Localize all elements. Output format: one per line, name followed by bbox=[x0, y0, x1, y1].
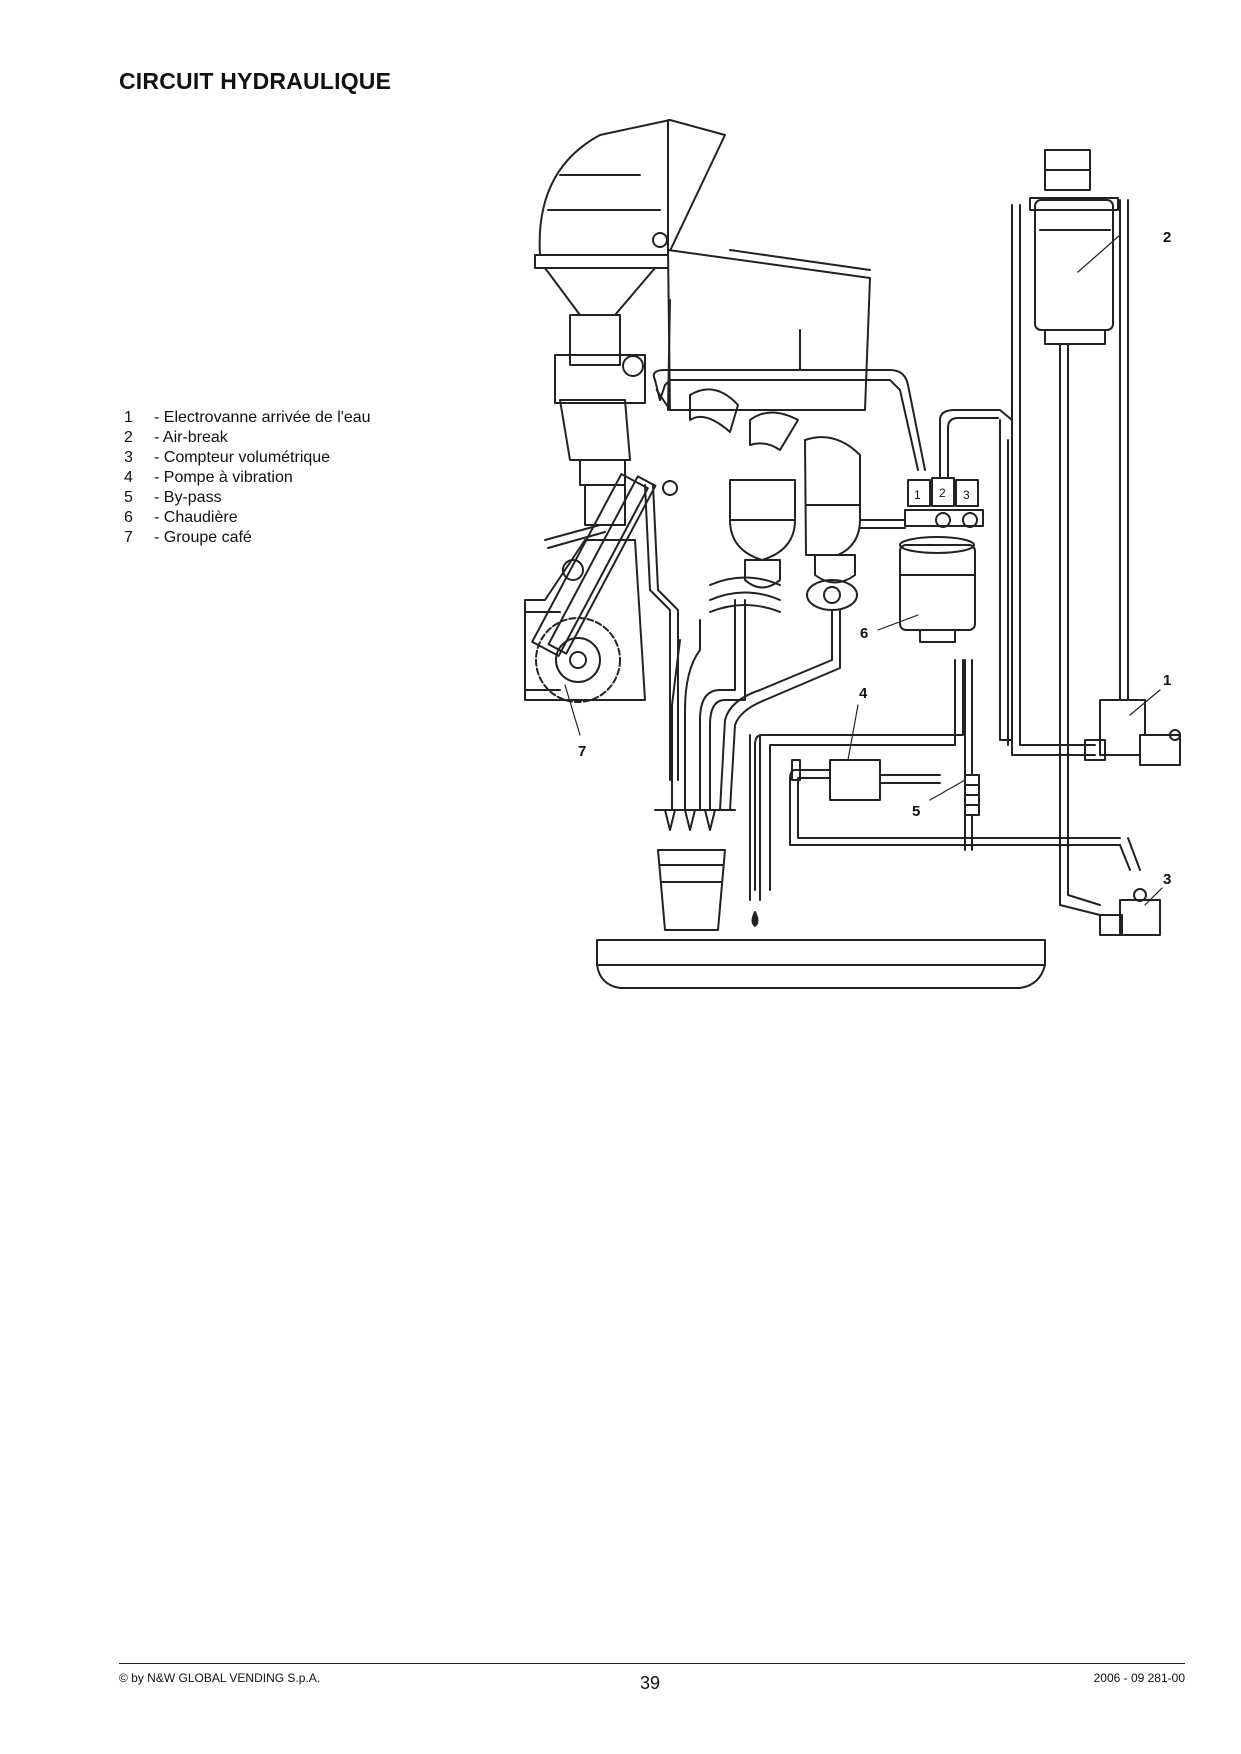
legend-label: - Chaudière bbox=[154, 509, 238, 526]
product-canister bbox=[667, 249, 871, 411]
inlet-solenoid-valve bbox=[1084, 699, 1181, 766]
legend-label: - Air-break bbox=[154, 429, 228, 446]
callout-5: 5 bbox=[912, 803, 920, 820]
volumetric-counter bbox=[1099, 888, 1161, 936]
footer-doc-code: 2006 - 09 281-00 bbox=[1093, 1671, 1185, 1685]
page-number: 39 bbox=[639, 1673, 661, 1693]
brewing-group bbox=[524, 473, 678, 703]
legend-label: - Groupe café bbox=[154, 529, 252, 546]
legend-item: 3 - Compteur volumétrique bbox=[124, 448, 371, 468]
legend-item: 5 - By-pass bbox=[124, 488, 371, 508]
legend-number: 1 bbox=[124, 409, 133, 426]
air-break-tank bbox=[1029, 149, 1119, 345]
valve-label-3: 3 bbox=[963, 488, 970, 502]
legend-label: - Pompe à vibration bbox=[154, 469, 293, 486]
legend-number: 6 bbox=[124, 509, 133, 526]
legend-label: - Electrovanne arrivée de l'eau bbox=[154, 409, 371, 426]
legend-number: 4 bbox=[124, 469, 133, 486]
legend-number: 2 bbox=[124, 429, 133, 446]
legend-item: 2 - Air-break bbox=[124, 428, 371, 448]
solenoid-valve-block bbox=[904, 477, 984, 528]
by-pass-valve bbox=[964, 774, 980, 816]
legend-number: 3 bbox=[124, 449, 133, 466]
leader-lines bbox=[564, 234, 1163, 906]
legend-number: 5 bbox=[124, 489, 133, 506]
legend-label: - By-pass bbox=[154, 489, 222, 506]
valve-label-2: 2 bbox=[939, 486, 946, 500]
legend-item: 1 - Electrovanne arrivée de l'eau bbox=[124, 408, 371, 428]
dispensing-nozzles bbox=[654, 809, 736, 831]
legend-item: 4 - Pompe à vibration bbox=[124, 468, 371, 488]
grinder-assembly bbox=[544, 314, 646, 549]
legend-label: - Compteur volumétrique bbox=[154, 449, 331, 466]
callout-4: 4 bbox=[859, 685, 868, 702]
callout-7: 7 bbox=[578, 743, 586, 760]
legend-item: 7 - Groupe café bbox=[124, 528, 371, 548]
mixing-bowls bbox=[689, 388, 861, 613]
boiler bbox=[899, 536, 976, 643]
drain-tube bbox=[749, 734, 761, 927]
water-pipes bbox=[644, 199, 1141, 916]
page-title: CIRCUIT HYDRAULIQUE bbox=[119, 68, 392, 94]
callout-1: 1 bbox=[1163, 672, 1171, 689]
footer-copyright: © by N&W GLOBAL VENDING S.p.A. bbox=[119, 1671, 321, 1685]
legend-list: 1 - Electrovanne arrivée de l'eau 2 - Air-… bbox=[124, 408, 371, 548]
cup bbox=[657, 849, 726, 931]
hydraulic-circuit-diagram: 2 1 3 4 5 6 7 1 2 3 bbox=[524, 119, 1181, 989]
drip-tray bbox=[596, 939, 1046, 989]
callout-3: 3 bbox=[1163, 871, 1171, 888]
valve-label-1: 1 bbox=[914, 488, 921, 502]
footer-divider bbox=[119, 1663, 1185, 1664]
legend-number: 7 bbox=[124, 529, 133, 546]
legend-item: 6 - Chaudière bbox=[124, 508, 371, 528]
callout-6: 6 bbox=[860, 625, 868, 642]
callout-2: 2 bbox=[1163, 229, 1171, 246]
